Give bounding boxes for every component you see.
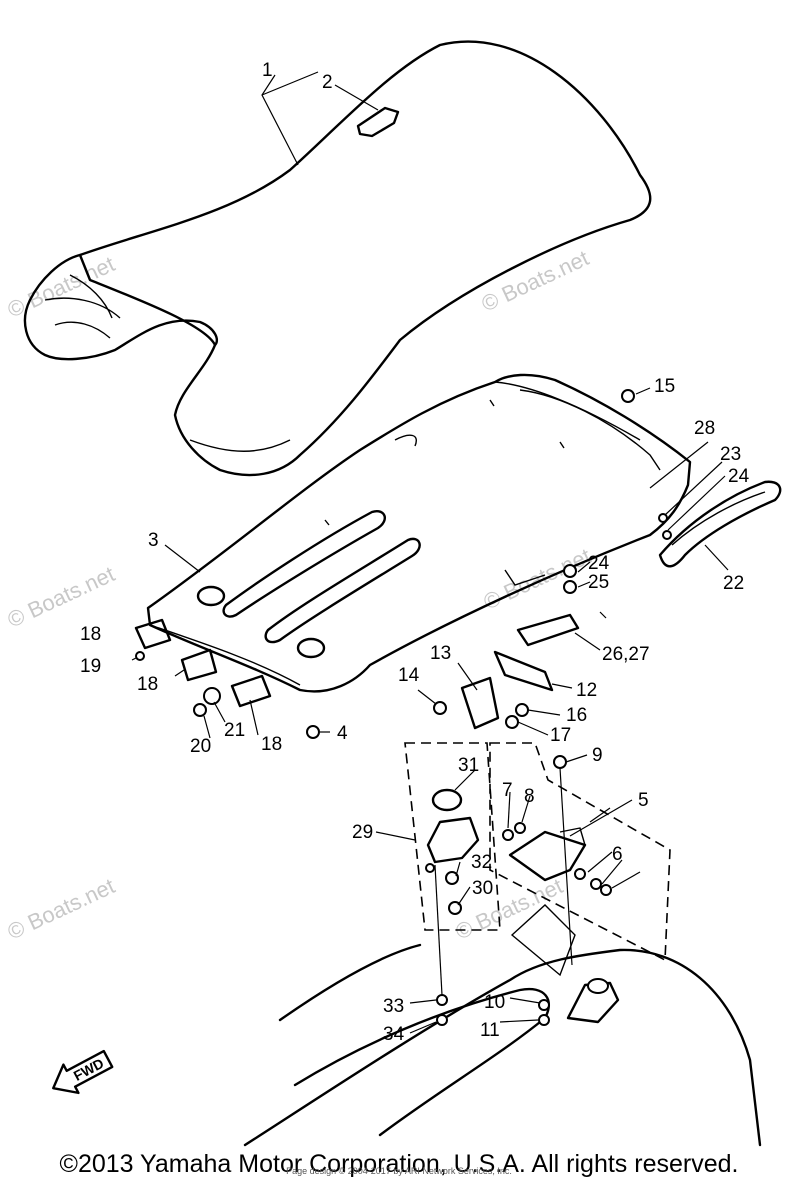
seat-cover: [23, 40, 652, 477]
watermark: © Boats.net: [4, 873, 119, 944]
callout-29: 29: [352, 822, 373, 843]
callout-24a: 24: [728, 466, 750, 487]
callout-1: 1: [262, 60, 273, 81]
grab-rail: [658, 480, 782, 568]
callout-16: 16: [566, 705, 587, 726]
callout-6: 6: [612, 844, 623, 865]
callout-22: 22: [723, 573, 744, 594]
callout-14: 14: [398, 665, 420, 686]
callout-18c: 18: [261, 734, 282, 755]
fwd-arrow: FWD: [52, 1049, 114, 1095]
callout-18a: 18: [80, 624, 101, 645]
callout-21: 21: [224, 720, 245, 741]
callout-25: 25: [588, 572, 609, 593]
callout-18b: 18: [137, 674, 158, 695]
leader-lines: [131, 71, 729, 1034]
callout-23: 23: [720, 444, 741, 465]
group-box-29: [404, 742, 501, 931]
callout-12: 12: [576, 680, 597, 701]
callout-31: 31: [458, 755, 479, 776]
callout-11: 11: [480, 1020, 500, 1041]
callout-34: 34: [383, 1024, 405, 1045]
callout-15: 15: [654, 376, 675, 397]
callout-8: 8: [524, 786, 535, 807]
callout-24b: 24: [588, 553, 610, 574]
callout-numbers: 1 2 3 4 5 6 7 8 9 10 11 12 13 14 15 16 1…: [80, 60, 750, 1045]
watermark: © Boats.net: [4, 561, 119, 632]
callout-33: 33: [383, 996, 404, 1017]
hull: [243, 864, 762, 1147]
callout-10: 10: [484, 992, 505, 1013]
seat-base: [146, 373, 692, 693]
callout-28: 28: [694, 418, 715, 439]
hinge-brackets: [134, 618, 320, 739]
callout-4: 4: [337, 723, 348, 744]
callout-7: 7: [502, 780, 513, 801]
watermark: © Boats.net: [4, 251, 119, 322]
callout-5: 5: [638, 790, 649, 811]
watermark: © Boats.net: [480, 543, 595, 614]
hook-bracket: [425, 788, 480, 915]
callout-13: 13: [430, 643, 451, 664]
callout-17: 17: [550, 725, 571, 746]
callout-30: 30: [472, 878, 493, 899]
copyright-notice: ©2013 Yamaha Motor Corporation, U.S.A. A…: [59, 1150, 739, 1178]
callout-19: 19: [80, 656, 101, 677]
latch-assembly: [433, 389, 635, 730]
latch-base: [502, 755, 612, 966]
callout-32: 32: [471, 852, 492, 873]
callout-20: 20: [190, 736, 211, 757]
group-box-5: [489, 742, 671, 962]
callout-3: 3: [148, 530, 159, 551]
callout-9: 9: [592, 745, 603, 766]
credit-notice: Page design © 2004-2017 by ARI Network S…: [286, 1166, 512, 1176]
callout-2: 2: [322, 72, 333, 93]
callout-26-27: 26,27: [602, 644, 650, 665]
